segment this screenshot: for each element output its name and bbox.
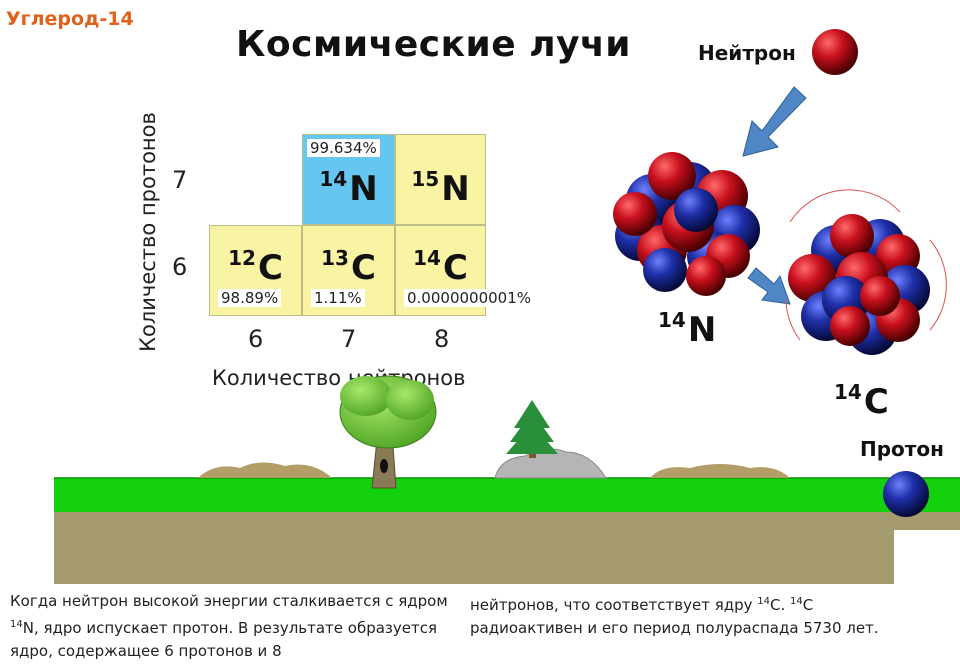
nucleus-c14	[785, 189, 947, 355]
cell-n15: 15N	[395, 134, 486, 225]
deciduous-tree	[339, 375, 437, 489]
abundance-c13: 1.11%	[311, 289, 365, 307]
arrow-down-left	[742, 86, 807, 157]
dirt-mound	[650, 464, 790, 478]
nuclide-c13: 13C	[321, 246, 376, 288]
cell-c14: 14C 0.0000000001%	[395, 225, 534, 316]
cell-c12: 12C 98.89%	[209, 225, 302, 316]
pine-tree	[506, 400, 558, 458]
nuclide-c14: 14C	[413, 246, 468, 288]
nuclide-n14: 14N	[319, 167, 378, 209]
row-tick-6: 6	[172, 253, 188, 281]
main-title: Космические лучи	[236, 24, 631, 65]
nucleus-n14	[613, 152, 760, 296]
neutron-label: Нейтрон	[698, 41, 796, 65]
soil	[54, 510, 894, 584]
corner-title: Углерод-14	[6, 8, 134, 30]
cell-c13: 13C 1.11%	[302, 225, 395, 316]
incoming-neutron	[812, 29, 858, 75]
dirt-mound	[198, 462, 332, 478]
nucleus-n14-label: 14N	[658, 308, 717, 350]
caption-right: нейтронов, что соответствует ядру 14C. 1…	[470, 596, 879, 637]
ground	[54, 478, 960, 512]
nucleus-c14-label: 14C	[834, 380, 889, 422]
col-tick-7: 7	[341, 325, 357, 353]
col-tick-8: 8	[434, 325, 450, 353]
abundance-n14: 99.634%	[307, 139, 380, 157]
abundance-c14: 0.0000000001%	[404, 289, 534, 307]
nuclide-c12: 12C	[228, 246, 283, 288]
col-tick-6: 6	[248, 325, 264, 353]
row-tick-7: 7	[172, 166, 188, 194]
abundance-c12: 98.89%	[218, 289, 282, 307]
cell-n14: 99.634% 14N	[302, 134, 395, 225]
proton-label: Протон	[860, 437, 944, 461]
nuclide-n15: 15N	[411, 167, 470, 209]
arrow-down-right	[747, 267, 791, 305]
emitted-proton	[883, 471, 929, 517]
caption-left: Когда нейтрон высокой энергии сталкивает…	[10, 592, 448, 660]
